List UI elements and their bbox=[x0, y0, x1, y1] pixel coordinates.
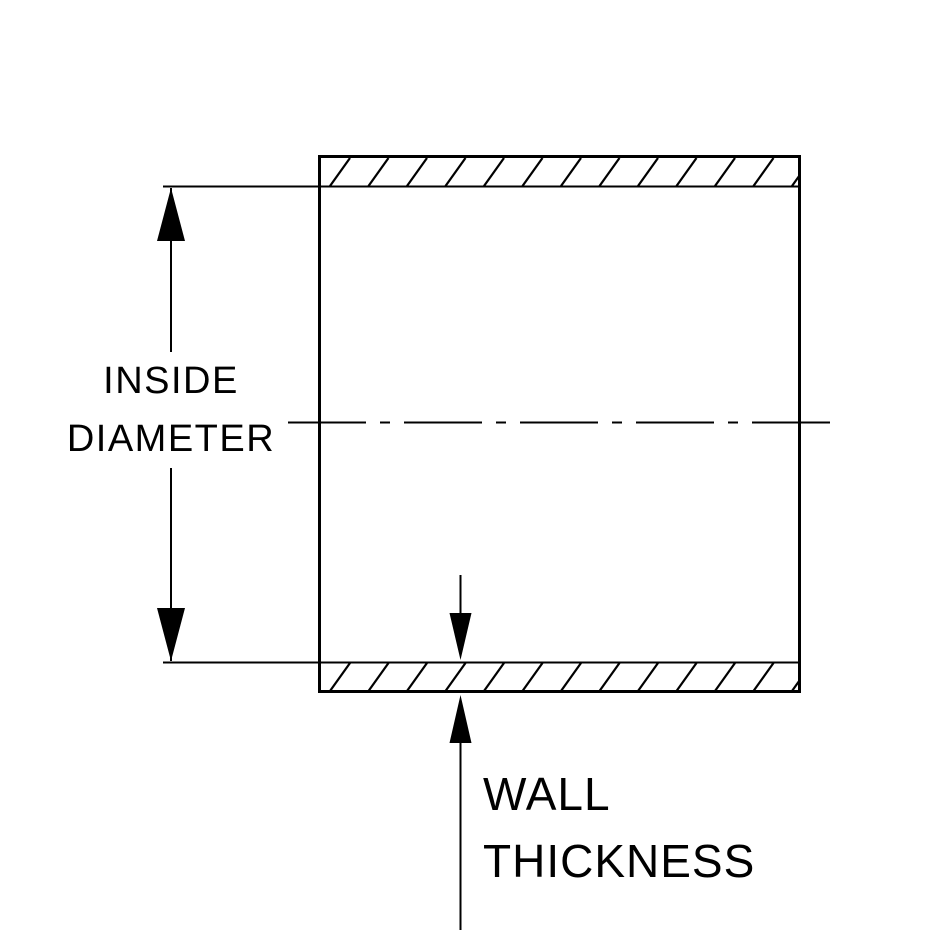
inside-diameter-label-line1: INSIDE bbox=[103, 360, 239, 402]
bottom-wall-hatch bbox=[321, 663, 798, 691]
wall-thickness-label-line1: WALL bbox=[483, 768, 611, 820]
wall-thickness-label-line2: THICKNESS bbox=[483, 835, 756, 887]
tube-outline bbox=[318, 155, 801, 693]
top-wall-hatch bbox=[321, 158, 798, 186]
inside-diameter-label-line2: DIAMETER bbox=[66, 418, 276, 460]
inside-diameter-arrowhead-up bbox=[157, 188, 185, 241]
wall-thickness-dimension bbox=[449, 575, 472, 930]
tube-cross-section bbox=[288, 155, 833, 693]
inside-diameter-arrowhead-down bbox=[157, 608, 185, 661]
wall-thickness-arrowhead-down bbox=[449, 613, 472, 660]
wall-thickness-arrowhead-up bbox=[449, 695, 472, 743]
inside-diameter-dimension bbox=[157, 185, 319, 664]
